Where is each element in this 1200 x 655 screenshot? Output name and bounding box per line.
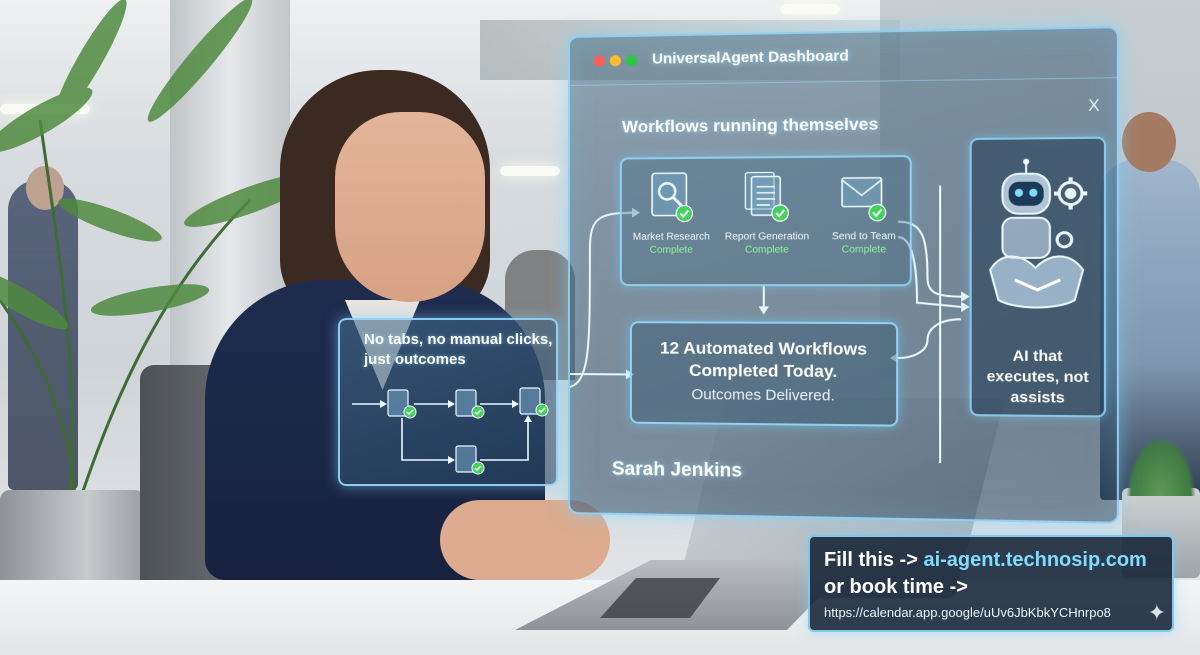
step-status: Complete bbox=[649, 244, 693, 256]
workflow-steps-panel: Market Research Complete Report Generati… bbox=[619, 154, 912, 287]
ceiling-light bbox=[500, 166, 560, 176]
ai-caption: AI that executes, not assists bbox=[986, 347, 1089, 407]
ceiling-light bbox=[780, 4, 840, 14]
window-minimize-dot[interactable] bbox=[609, 55, 621, 67]
workflow-summary-panel: 12 Automated Workflows Completed Today. … bbox=[629, 321, 899, 427]
robot-handshake-icon bbox=[972, 158, 1104, 341]
calendar-link[interactable]: https://calendar.app.google/uUv6JbKbkYCH… bbox=[824, 605, 1111, 620]
search-document-icon bbox=[648, 171, 694, 224]
step-send-to-team[interactable]: Send to Team Complete bbox=[817, 169, 911, 256]
woman-face bbox=[335, 112, 485, 302]
summary-subline: Outcomes Delivered. bbox=[691, 386, 835, 405]
envelope-icon bbox=[840, 170, 888, 223]
step-label: Send to Team bbox=[831, 230, 896, 243]
window-title: UniversalAgent Dashboard bbox=[652, 47, 849, 68]
user-name: Sarah Jenkins bbox=[611, 458, 743, 482]
document-icon bbox=[387, 387, 541, 473]
cta-line-2: or book time -> bbox=[824, 576, 968, 598]
cta-prefix: Fill this -> bbox=[824, 549, 918, 571]
mini-workflow-diagram bbox=[352, 387, 549, 475]
step-label: Report Generation bbox=[724, 231, 810, 243]
step-market-research[interactable]: Market Research Complete bbox=[626, 171, 717, 256]
step-status: Complete bbox=[841, 244, 887, 256]
step-report-generation[interactable]: Report Generation Complete bbox=[721, 170, 813, 256]
cta-panel: Fill this -> ai-agent.technosip.com or b… bbox=[808, 535, 1174, 632]
side-card-text: No tabs, no manual clicks, just outcomes bbox=[364, 331, 553, 368]
window-titlebar: UniversalAgent Dashboard bbox=[569, 28, 1117, 86]
section-title: Workflows running themselves bbox=[621, 114, 879, 137]
side-holo-card: No tabs, no manual clicks, just outcomes bbox=[338, 318, 558, 486]
close-icon[interactable]: X bbox=[1088, 97, 1100, 115]
sparkle-icon: ✦ bbox=[1147, 600, 1166, 625]
step-status: Complete bbox=[744, 244, 789, 256]
documents-icon bbox=[743, 170, 790, 223]
step-label: Market Research bbox=[632, 231, 710, 243]
summary-headline: 12 Automated Workflows Completed Today. bbox=[660, 338, 868, 382]
cta-line-1: Fill this -> ai-agent.technosip.com bbox=[824, 547, 1158, 574]
gear-icon bbox=[1057, 182, 1082, 246]
window-close-dot[interactable] bbox=[593, 55, 605, 67]
website-link[interactable]: ai-agent.technosip.com bbox=[923, 549, 1147, 571]
window-maximize-dot[interactable] bbox=[625, 54, 637, 67]
palm-plant bbox=[0, 0, 316, 501]
universal-agent-dashboard: UniversalAgent Dashboard X Workflows run… bbox=[568, 26, 1119, 524]
ai-agent-panel: AI that executes, not assists bbox=[969, 136, 1107, 418]
